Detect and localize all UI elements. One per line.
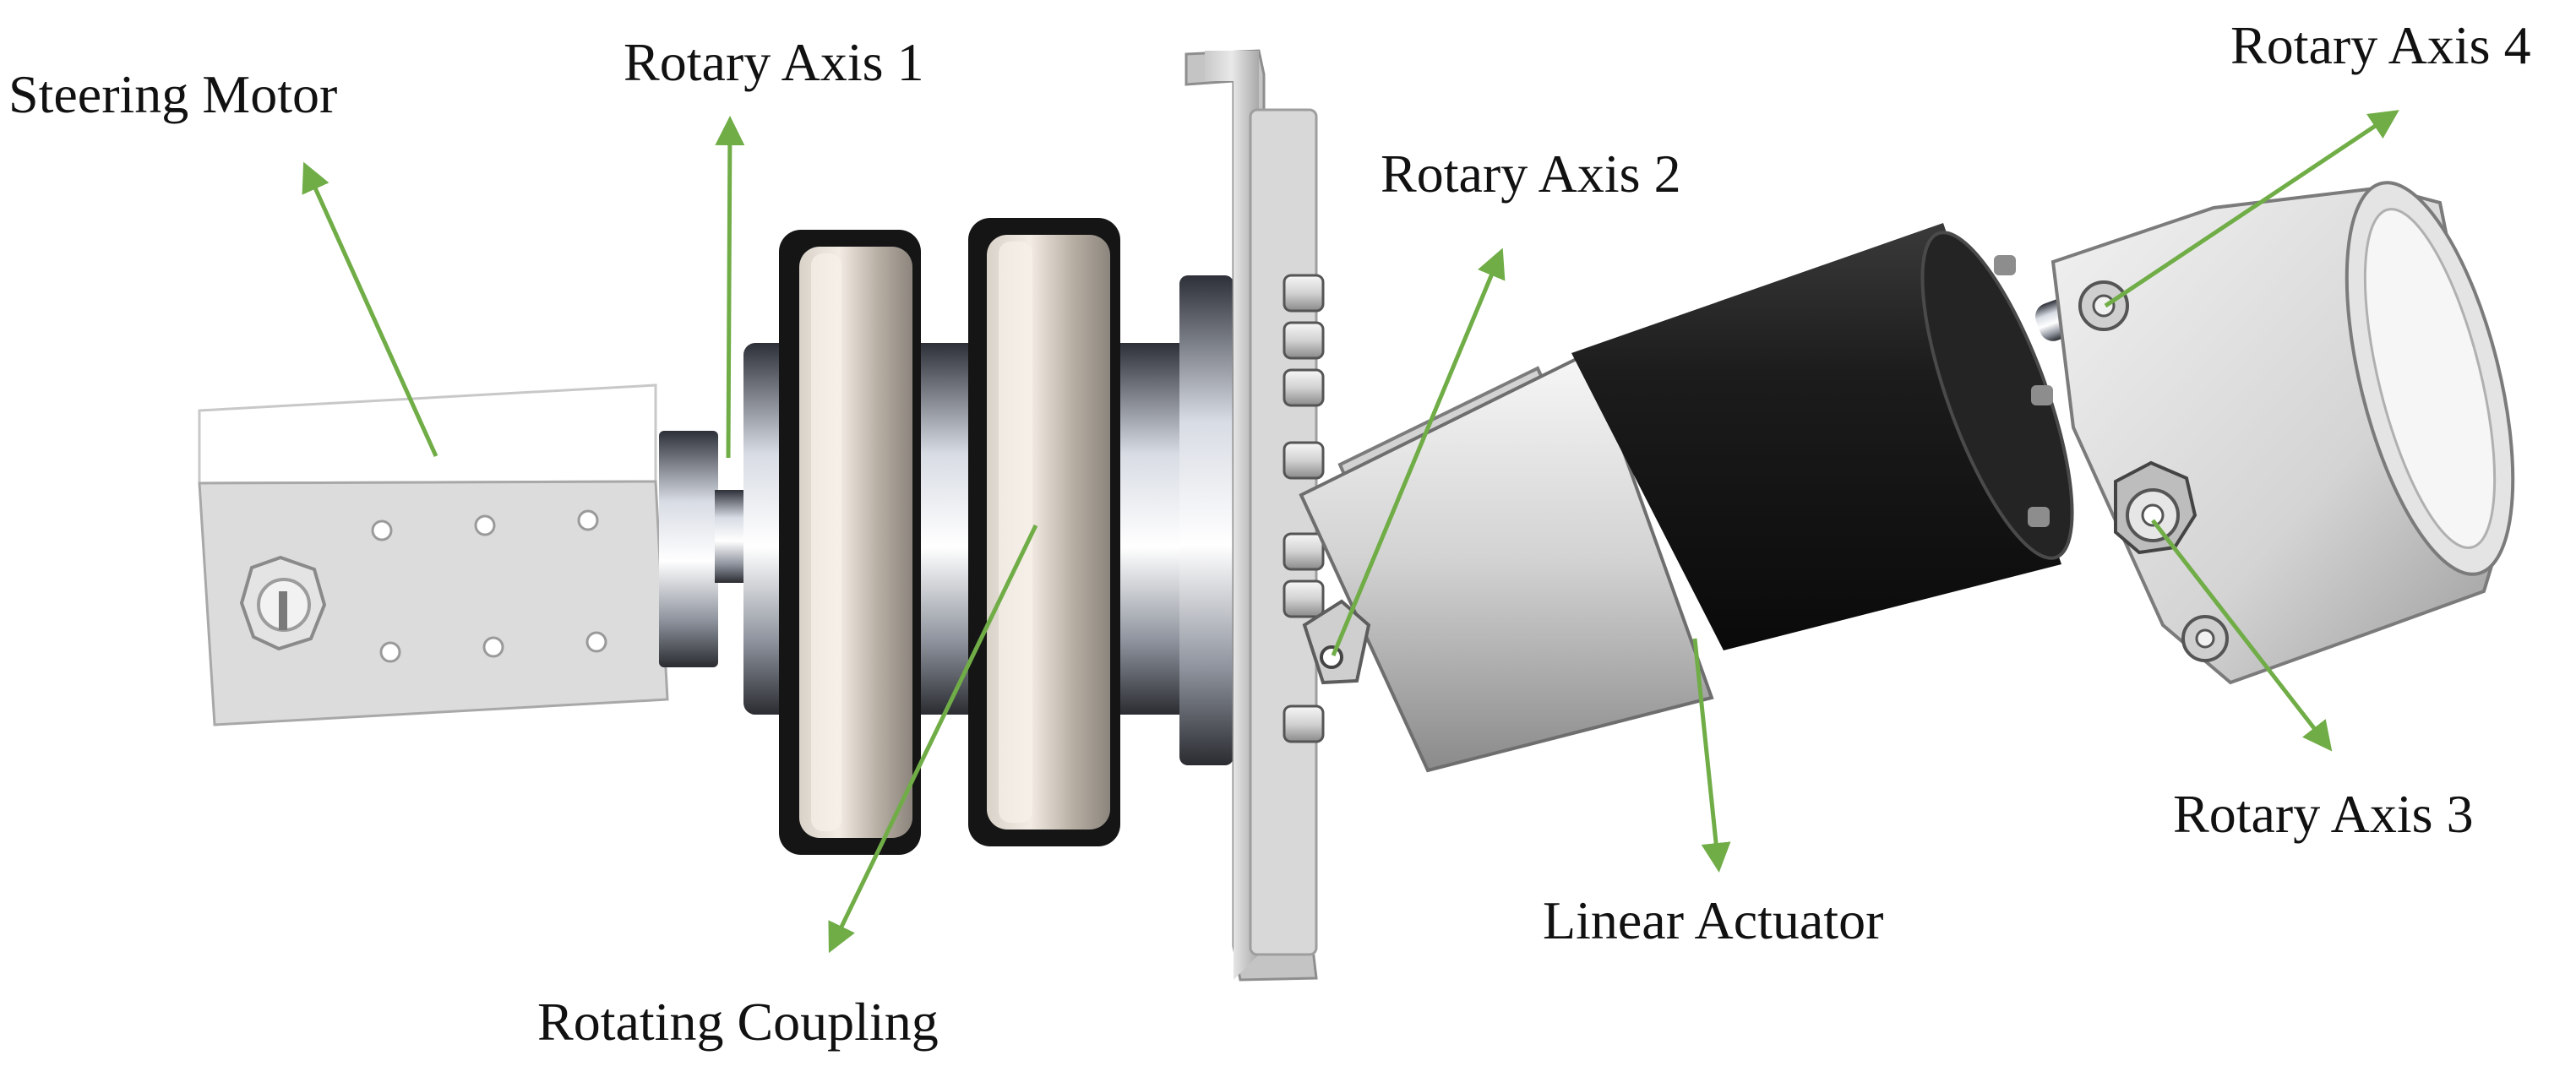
arrow-rotary-axis-4 — [2104, 110, 2399, 308]
arrow-rotary-axis-2 — [1331, 247, 1506, 656]
callout-arrows — [302, 110, 2399, 954]
plate-bolts — [1283, 274, 1325, 743]
linear-actuator — [1299, 223, 2105, 773]
mounting-plate — [1179, 49, 1325, 982]
arrow-steering-motor — [302, 161, 438, 458]
rotating-coupling — [779, 218, 1120, 855]
label-rotary-axis-3: Rotary Axis 3 — [2173, 784, 2474, 844]
arrow-rotary-axis-1 — [715, 116, 745, 459]
label-steering-motor: Steering Motor — [8, 64, 338, 124]
arrow-rotary-axis-3 — [2151, 519, 2333, 752]
label-rotary-axis-4: Rotary Axis 4 — [2230, 15, 2531, 75]
label-rotary-axis-2: Rotary Axis 2 — [1381, 144, 1681, 204]
label-rotary-axis-1: Rotary Axis 1 — [624, 32, 924, 92]
label-linear-actuator: Linear Actuator — [1543, 890, 1884, 950]
gearbox-housing — [2050, 181, 2515, 685]
arrow-rotating-coupling — [828, 524, 1038, 954]
rotary-axis-1-hub — [659, 343, 1217, 715]
arrow-linear-actuator — [1692, 638, 1731, 873]
steering-motor — [198, 383, 669, 726]
label-rotating-coupling: Rotating Coupling — [537, 992, 939, 1052]
